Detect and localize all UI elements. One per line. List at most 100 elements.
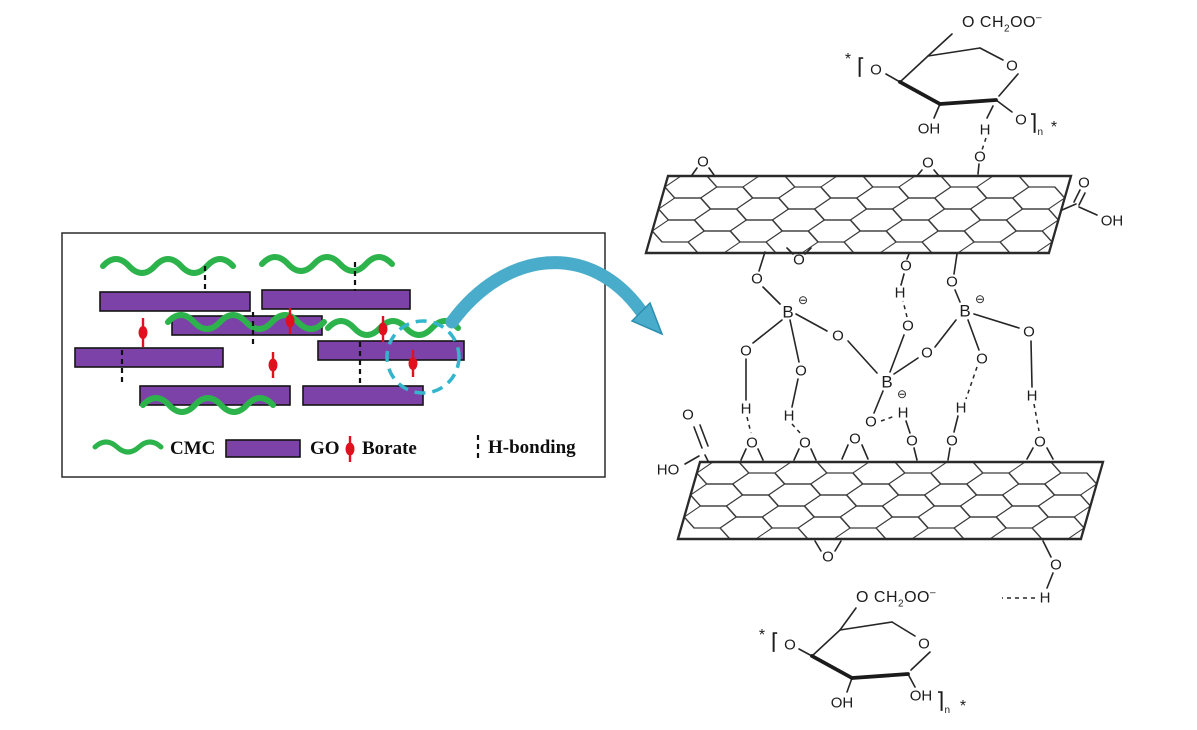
bond — [979, 47, 1004, 61]
carbon-hexagon — [819, 175, 874, 199]
hydrogen-bond — [791, 423, 802, 435]
go-sheet — [261, 289, 411, 310]
bond — [841, 444, 849, 460]
carbon-hexagon — [921, 230, 976, 254]
bond — [947, 447, 951, 461]
ring-front-bond — [898, 80, 942, 106]
hbond-lines-group — [120, 262, 362, 386]
cmc-squiggle — [325, 318, 461, 338]
bond — [839, 621, 893, 631]
bond — [786, 247, 794, 255]
bond — [907, 673, 916, 688]
carbon-hexagon — [767, 483, 822, 507]
carbon-hexagon — [1005, 208, 1060, 232]
bond — [762, 286, 781, 305]
bond — [1073, 189, 1081, 203]
carbon-hexagon — [953, 516, 1008, 540]
carbon-hexagon — [855, 186, 910, 210]
carbon-hexagon — [965, 472, 1020, 496]
bond — [804, 247, 812, 255]
carbon-hexagon — [929, 461, 984, 485]
bond — [906, 253, 910, 260]
bond — [927, 33, 953, 57]
carbon-hexagon — [683, 505, 738, 529]
carbon-hexagon — [1031, 516, 1086, 540]
bond — [693, 426, 703, 449]
bond — [704, 454, 709, 462]
bond — [757, 448, 764, 461]
bond — [810, 448, 817, 461]
bond — [933, 103, 941, 119]
carbon-hexagon — [845, 483, 900, 507]
bond — [798, 648, 813, 657]
go-sheet — [302, 385, 424, 406]
graphene-sheet-top — [644, 174, 1073, 255]
bond — [811, 629, 841, 657]
borate-dot — [345, 442, 355, 456]
bond — [933, 169, 940, 177]
bond-lines — [684, 33, 1098, 693]
carbon-hexagon — [881, 494, 936, 518]
bond — [1078, 192, 1086, 206]
bond — [691, 167, 698, 176]
go-sheet-icon — [225, 439, 301, 458]
carbon-hexagon — [731, 472, 786, 496]
bond — [814, 540, 822, 552]
sheet-outline — [676, 460, 1105, 541]
carbon-hexagon — [843, 230, 898, 254]
bond — [789, 319, 800, 363]
bond — [1042, 540, 1052, 558]
carbon-hexagon — [851, 461, 906, 485]
carbon-hexagon — [839, 505, 894, 529]
bond — [1061, 203, 1077, 211]
bond — [973, 313, 1020, 329]
bond — [953, 253, 958, 275]
bond — [740, 448, 747, 461]
zoom-arrow — [445, 256, 648, 329]
hydrogen-bond — [1033, 403, 1040, 432]
carbon-hexagon — [917, 505, 972, 529]
carbon-hexagon — [725, 494, 780, 518]
cmc-chains-group — [100, 254, 461, 415]
carbon-hexagon — [1007, 461, 1062, 485]
carbon-hexagon — [809, 472, 864, 496]
bond — [847, 340, 878, 374]
go-sheets-group — [74, 289, 465, 406]
carbon-hexagon — [719, 516, 774, 540]
carbon-hexagon — [741, 175, 796, 199]
bond — [791, 378, 799, 408]
bond — [1046, 572, 1054, 589]
bond — [995, 99, 1013, 113]
bond — [899, 55, 929, 83]
borate-pins-group — [138, 308, 418, 378]
carbon-hexagon — [699, 186, 754, 210]
carbon-hexagon — [687, 230, 742, 254]
carbon-hexagon — [1001, 483, 1056, 507]
graphene-sheet-bottom — [676, 460, 1105, 541]
highlight-circle — [385, 319, 461, 395]
carbon-hexagon — [999, 230, 1054, 254]
hydrogen-bond — [880, 415, 896, 422]
cmc-squiggle — [165, 312, 327, 332]
cmc-squiggle — [140, 395, 276, 415]
carbon-hexagon — [657, 197, 712, 221]
carbon-hexagon — [807, 219, 862, 243]
bond — [861, 444, 869, 460]
carbon-hexagon — [849, 208, 904, 232]
hydrogen-bond — [981, 137, 987, 151]
carbon-hexagon — [773, 461, 828, 485]
hydrogen-bond — [902, 300, 908, 318]
bond — [913, 447, 918, 461]
carbon-hexagon — [887, 472, 942, 496]
carbon-hexagon — [897, 175, 952, 199]
bond — [967, 319, 980, 351]
sheet-outline — [644, 174, 1073, 255]
go-sheet — [74, 347, 224, 368]
carbon-hexagon — [735, 197, 790, 221]
carbon-hexagon — [927, 208, 982, 232]
carbon-hexagon — [1037, 494, 1092, 518]
ring-front-bond — [810, 654, 854, 680]
bond — [905, 420, 911, 434]
bond — [927, 47, 981, 57]
